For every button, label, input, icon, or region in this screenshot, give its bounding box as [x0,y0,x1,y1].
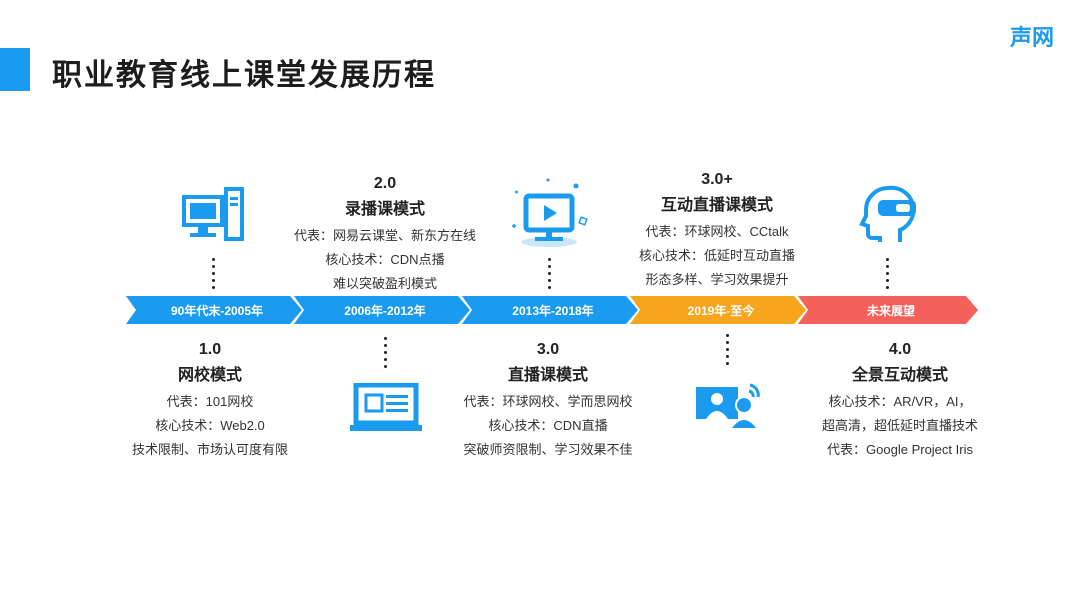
stage-3-version: 3.0 [536,341,560,358]
laptop-icon [350,382,422,438]
timeline-segment-4: 2019年-至今 [630,296,806,324]
stage-5-line: 代表：Google Project Iris [827,442,973,457]
brand-logo: 声网 [1010,25,1055,50]
stage-1-line: 代表：101网校 [166,394,254,409]
connector-dots-1 [212,258,216,293]
connector-dots-3 [548,258,552,293]
monitor-play-icon [510,178,588,255]
stage-4-mode: 互动直播课模式 [660,197,773,214]
stage-4-line: 代表：环球网校、CCtalk [645,224,789,239]
stage-3-mode: 直播课模式 [507,367,588,384]
timeline-segment-2: 2006年-2012年 [294,296,470,324]
stage-4: 3.0+ 互动直播课模式 代表：环球网校、CCtalk 核心技术：低延时互动直播… [607,168,827,292]
stage-5-line: 核心技术：AR/VR，AI， [828,394,972,409]
stage-5: 4.0 全景互动模式 核心技术：AR/VR，AI， 超高清，超低延时直播技术 代… [790,338,1010,462]
timeline-arrow: 90年代末-2005年 2006年-2012年 2013年-2018年 2019… [126,296,978,324]
vr-headset-icon [858,184,918,247]
stage-3-line: 代表：环球网校、学而思网校 [463,394,633,409]
title-accent-bar [0,48,30,91]
video-call-icon [694,379,764,436]
stage-3: 3.0 直播课模式 代表：环球网校、学而思网校 核心技术：CDN直播 突破师资限… [438,338,658,462]
stage-1-line: 核心技术：Web2.0 [155,418,265,433]
stage-5-mode: 全景互动模式 [851,367,948,384]
stage-4-line: 核心技术：低延时互动直播 [638,248,795,263]
stage-1-mode: 网校模式 [177,367,242,384]
connector-dots-2 [384,337,388,372]
stage-4-version: 3.0+ [701,171,733,188]
desktop-computer-icon [182,187,246,248]
timeline-segment-3: 2013年-2018年 [462,296,638,324]
stage-2-line: 核心技术：CDN点播 [325,252,445,267]
stage-3-line: 核心技术：CDN直播 [488,418,608,433]
stage-2-version: 2.0 [373,175,397,192]
stage-2-mode: 录播课模式 [344,201,425,218]
stage-2: 2.0 录播课模式 代表：网易云课堂、新东方在线 核心技术：CDN点播 难以突破… [275,172,495,296]
stage-1-version: 1.0 [198,341,222,358]
stage-4-line: 形态多样、学习效果提升 [645,272,789,287]
stage-5-version: 4.0 [888,341,912,358]
page-title: 职业教育线上课堂发展历程 [52,59,436,92]
stage-3-line: 突破师资限制、学习效果不佳 [463,442,633,457]
stage-1: 1.0 网校模式 代表：101网校 核心技术：Web2.0 技术限制、市场认可度… [100,338,320,462]
stage-2-line: 难以突破盈利模式 [332,276,437,291]
stage-1-line: 技术限制、市场认可度有限 [131,442,288,457]
timeline-segment-1: 90年代末-2005年 [126,296,302,324]
timeline-segment-5: 未来展望 [798,296,978,324]
stage-2-line: 代表：网易云课堂、新东方在线 [293,228,476,243]
connector-dots-5 [886,258,890,293]
connector-dots-4 [726,334,730,369]
stage-5-line: 超高清，超低延时直播技术 [821,418,978,433]
